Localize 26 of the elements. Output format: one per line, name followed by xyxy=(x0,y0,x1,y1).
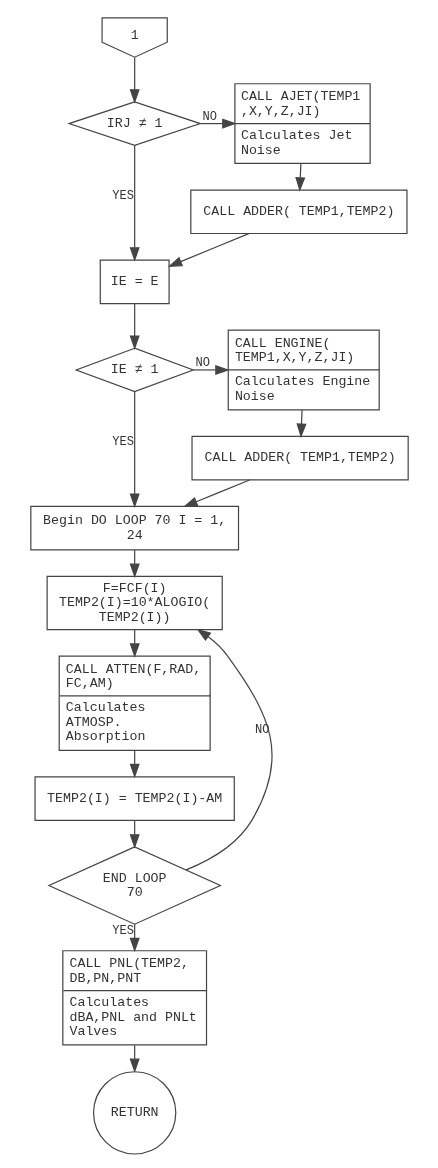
node-circle: RETURN xyxy=(92,1071,176,1155)
node-box: Begin DO LOOP 70 I = 1, 24 xyxy=(29,505,239,551)
edge-label: NO xyxy=(254,723,270,738)
arrow xyxy=(167,233,249,267)
node-diamond: IRJ ≠ 1 xyxy=(66,101,202,146)
arrow xyxy=(129,391,140,508)
arrow xyxy=(185,628,273,871)
node-diamond: END LOOP 70 xyxy=(46,846,222,925)
edge-label: YES xyxy=(111,435,134,450)
edge-label: YES xyxy=(111,188,134,203)
node-box: CALL ADDER( TEMP1,TEMP2) xyxy=(190,435,409,481)
arrow xyxy=(129,144,140,262)
arrow xyxy=(192,364,230,376)
node-diamond: IE ≠ 1 xyxy=(73,347,195,393)
arrow xyxy=(182,479,250,508)
edge-label: NO xyxy=(195,356,210,371)
node-box: CALL ADDER( TEMP1,TEMP2) xyxy=(189,189,408,235)
node-box: IE = E xyxy=(99,259,170,305)
node-box: F=FCF(I) TEMP2(I)=10*ALOGIO( TEMP2(I)) xyxy=(46,575,223,631)
node-box: TEMP2(I) = TEMP2(I)-AM xyxy=(33,776,235,821)
arrow xyxy=(295,409,307,439)
arrow xyxy=(199,118,237,129)
edge-label: YES xyxy=(111,923,134,938)
arrow xyxy=(129,56,140,104)
edge-label: NO xyxy=(202,109,217,124)
arrow xyxy=(129,303,140,350)
